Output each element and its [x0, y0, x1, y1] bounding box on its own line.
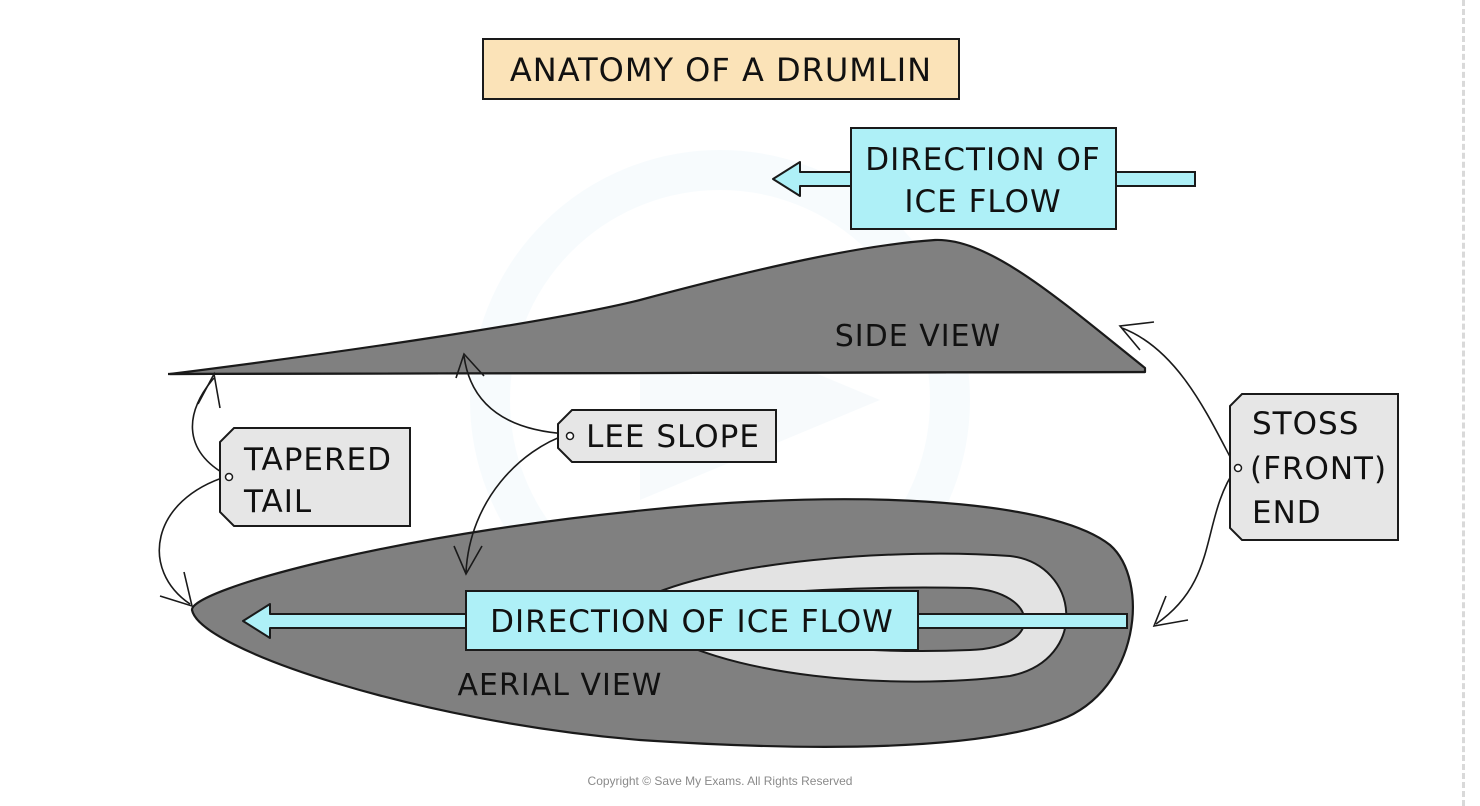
copyright-notice: Copyright © Save My Exams. All Rights Re… — [588, 774, 853, 788]
page-edge-divider — [1462, 0, 1465, 806]
tapered-tail-callout: TAPERED TAIL — [158, 371, 411, 608]
stoss-end-tag-line2: (FRONT) — [1250, 451, 1387, 487]
tapered-tail-tag-line1: TAPERED — [243, 442, 392, 478]
left-arrowhead-icon — [242, 603, 469, 639]
arrowhead-icon — [453, 545, 483, 576]
arrowhead-icon — [1118, 321, 1155, 351]
top-flow-label-line1: DIRECTION OF — [865, 142, 1101, 178]
title-box: ANATOMY OF A DRUMLIN — [482, 38, 960, 100]
left-arrowhead-icon — [772, 161, 854, 197]
arrowhead-icon — [1152, 595, 1189, 628]
arrowhead-icon — [197, 371, 221, 409]
bottom-flow-arrow: DIRECTION OF ICE FLOW — [242, 590, 1128, 651]
pointer-arrow — [463, 355, 569, 435]
lee-slope-tag: LEE SLOPE — [586, 419, 760, 455]
side-view-profile: SIDE VIEW — [167, 238, 1147, 376]
lee-slope-callout: LEE SLOPE — [453, 352, 777, 576]
stoss-end-tag-line1: STOSS — [1252, 406, 1359, 442]
tapered-tail-tag-line2: TAIL — [243, 484, 312, 520]
top-flow-label-line2: ICE FLOW — [904, 184, 1061, 220]
top-flow-arrow: DIRECTION OF ICE FLOW — [772, 127, 1196, 230]
diagram-title: ANATOMY OF A DRUMLIN — [510, 51, 932, 89]
stoss-end-callout: STOSS (FRONT) END — [1118, 321, 1399, 628]
aerial-view-label: AERIAL VIEW — [458, 668, 663, 703]
arrowhead-icon — [455, 352, 485, 379]
pointer-arrow — [1121, 327, 1237, 469]
arrowhead-icon — [159, 571, 194, 608]
pointer-arrow — [1155, 467, 1237, 625]
pointer-arrow — [158, 475, 229, 605]
pointer-arrow — [465, 433, 569, 573]
stoss-end-tag-line3: END — [1252, 495, 1322, 531]
bottom-flow-label: DIRECTION OF ICE FLOW — [490, 604, 894, 640]
side-view-label: SIDE VIEW — [835, 319, 1001, 354]
